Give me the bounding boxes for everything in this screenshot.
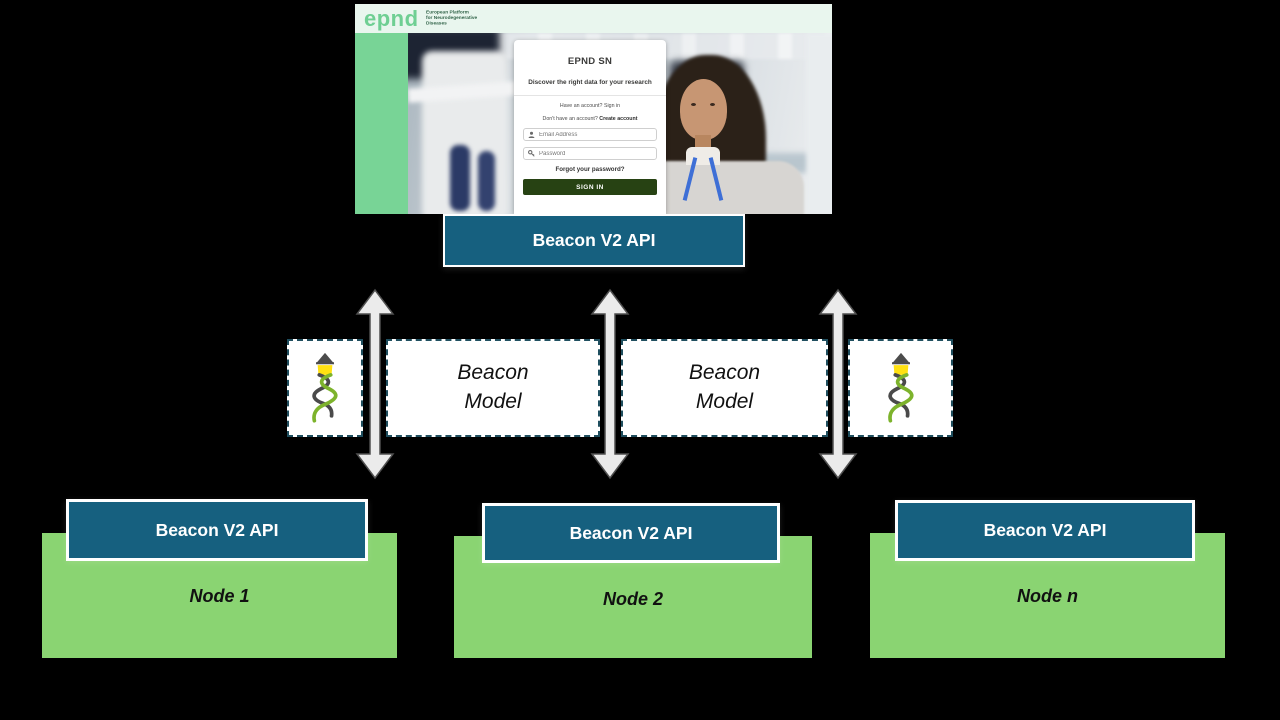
node-n-label: Node n (1017, 586, 1078, 606)
central-beacon-api-label: Beacon V2 API (532, 230, 656, 250)
node-1-label: Node 1 (189, 586, 250, 606)
double-arrow-right (818, 288, 858, 480)
central-beacon-api-box: Beacon V2 API (443, 214, 745, 267)
beacon-icon-box-right (848, 339, 953, 437)
epnd-logo: epnd (364, 5, 419, 31)
have-account-line: Have an account? Sign in (523, 103, 657, 108)
node-n-api-box: Beacon V2 API (895, 500, 1195, 561)
node-1-api-box: Beacon V2 API (66, 499, 368, 561)
have-account-text: Have an account? (559, 103, 604, 109)
epnd-tagline: European Platform for Neurodegenerative … (425, 10, 477, 27)
no-account-line: Don't have an account? Create account (523, 116, 657, 121)
node-2-label: Node 2 (602, 589, 663, 609)
password-field[interactable] (523, 147, 657, 160)
double-arrow-middle (590, 288, 630, 480)
beacon-model-label: Beacon Model (457, 361, 529, 413)
key-icon (528, 150, 535, 157)
no-account-text: Don't have an account? (542, 116, 600, 122)
beacon-model-box-right: Beacon Model (621, 339, 828, 437)
researcher-lab-coat (640, 161, 804, 214)
email-input[interactable] (539, 131, 656, 138)
node-n-api-label: Beacon V2 API (983, 520, 1107, 540)
hero-green-strip (355, 33, 408, 214)
sign-in-link[interactable]: Sign in (603, 103, 621, 109)
lab-pillar (806, 33, 832, 214)
login-card: EPND SN Discover the right data for your… (514, 40, 666, 214)
node-2-api-label: Beacon V2 API (569, 522, 693, 543)
beacon-lighthouse-icon (887, 352, 913, 423)
double-arrow-left (355, 288, 395, 480)
beacon-model-box-left: Beacon Model (386, 339, 600, 437)
user-icon (528, 131, 535, 138)
sign-in-button[interactable]: SIGN IN (523, 179, 657, 195)
login-subtitle: Discover the right data for your researc… (528, 79, 652, 86)
divider (514, 95, 666, 96)
beacon-lighthouse-icon (312, 352, 338, 423)
beacon-model-label: Beacon Model (688, 361, 761, 413)
beacon-icon-box-left (287, 339, 363, 437)
researcher-face (680, 79, 727, 140)
create-account-link[interactable]: Create account (599, 116, 638, 122)
email-field[interactable] (523, 128, 657, 141)
lab-photo: EPND SN Discover the right data for your… (408, 33, 832, 214)
lab-blue-cylinder (450, 145, 470, 211)
node-1-api-label: Beacon V2 API (155, 519, 279, 540)
login-title: EPND SN (567, 56, 613, 67)
node-2-api-box: Beacon V2 API (482, 503, 780, 563)
forgot-password-link[interactable]: Forgot your password? (555, 166, 625, 173)
epnd-site-header: epnd European Platform for Neurodegenera… (355, 4, 832, 33)
password-input[interactable] (539, 150, 656, 157)
epnd-site-screenshot: epnd European Platform for Neurodegenera… (355, 4, 832, 214)
researcher-eye (710, 103, 715, 106)
researcher-eye (691, 103, 696, 106)
lab-blue-cylinder (478, 151, 495, 211)
epnd-hero: EPND SN Discover the right data for your… (355, 33, 832, 214)
